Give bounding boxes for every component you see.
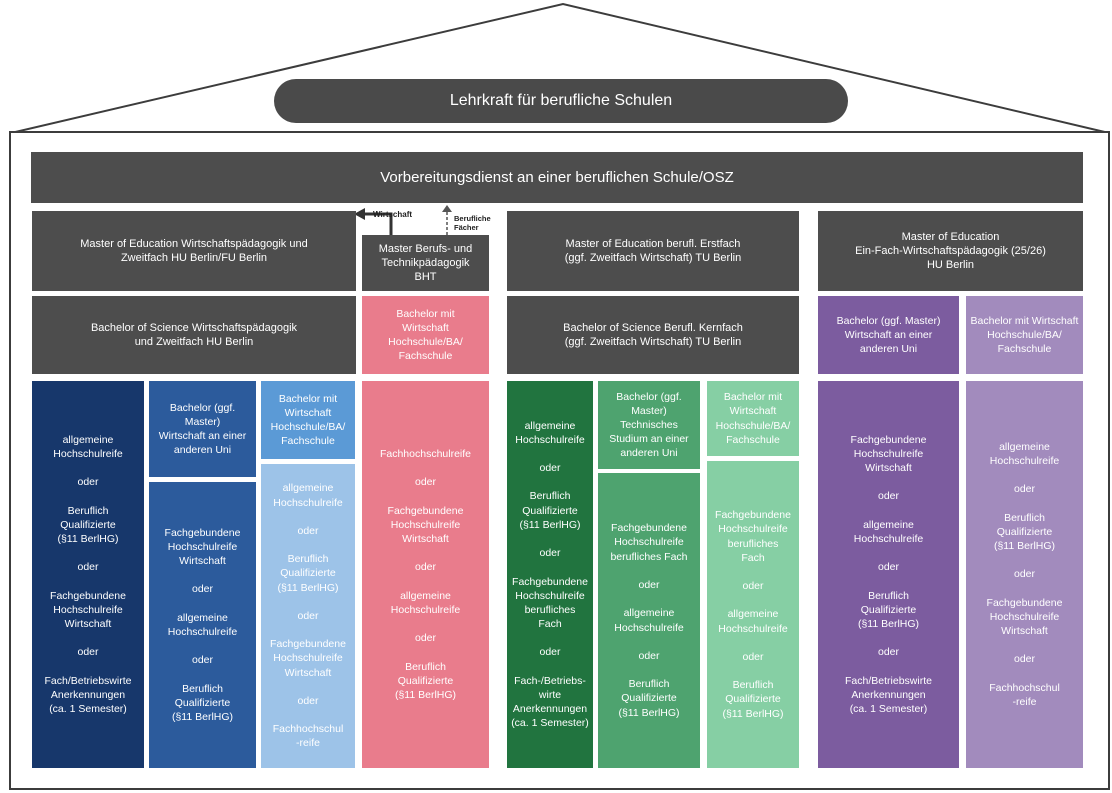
master-bht: Master Berufs- und Technikpädagogik BHT (362, 235, 489, 291)
sub-bachelor-blue-hochschule: Bachelor mit Wirtschaft Hochschule/BA/ F… (261, 381, 355, 459)
house-roof (10, 2, 1110, 134)
master-hu-fu: Master of Education Wirtschaftspädagogik… (32, 211, 356, 291)
requirements-blue: Fachgebundene Hochschulreife Wirtschaft … (149, 482, 256, 768)
vorbereitungsdienst-bar: Vorbereitungsdienst an einer beruflichen… (31, 152, 1083, 203)
arrow-label-berufliche-faecher: Berufliche Fächer (454, 214, 491, 232)
arrow-up-icon (442, 205, 452, 212)
requirements-pink: Fachhochschulreife oder Fachgebundene Ho… (362, 381, 489, 768)
master-tu: Master of Education berufl. Erstfach (gg… (507, 211, 799, 291)
arrow-label-wirtschaft: Wirtschaft (373, 210, 413, 219)
sub-bachelor-green-hochschule: Bachelor mit Wirtschaft Hochschule/BA/ F… (707, 381, 799, 456)
requirements-blue-light: allgemeine Hochschulreife oder Beruflich… (261, 464, 355, 768)
bachelor-bht: Bachelor mit Wirtschaft Hochschule/BA/ F… (362, 296, 489, 374)
bachelor-purple-hochschule: Bachelor mit Wirtschaft Hochschule/BA/ F… (966, 296, 1083, 374)
arrow-left-icon (354, 208, 365, 220)
requirements-green-light: Fachgebundene Hochschulreife berufliches… (707, 461, 799, 768)
master-hu-ein-fach: Master of Education Ein-Fach-Wirtschafts… (818, 211, 1083, 291)
requirements-purple-light: allgemeine Hochschulreife oder Beruflich… (966, 381, 1083, 768)
bachelor-hu: Bachelor of Science Wirtschaftspädagogik… (32, 296, 356, 374)
requirements-purple-dark: Fachgebundene Hochschulreife Wirtschaft … (818, 381, 959, 768)
requirements-navy: allgemeine Hochschulreife oder Beruflich… (32, 381, 144, 768)
sub-bachelor-green-uni: Bachelor (ggf. Master) Technisches Studi… (598, 381, 700, 469)
page-title: Lehrkraft für berufliche Schulen (274, 79, 848, 123)
arrow-connectors (354, 205, 452, 235)
requirements-green-mid: Fachgebundene Hochschulreife berufliches… (598, 473, 700, 768)
requirements-green-dark: allgemeine Hochschulreife oder Beruflich… (507, 381, 593, 768)
sub-bachelor-blue-uni: Bachelor (ggf. Master) Wirtschaft an ein… (149, 381, 256, 477)
bachelor-tu: Bachelor of Science Berufl. Kernfach (gg… (507, 296, 799, 374)
bachelor-purple-uni: Bachelor (ggf. Master) Wirtschaft an ein… (818, 296, 959, 374)
